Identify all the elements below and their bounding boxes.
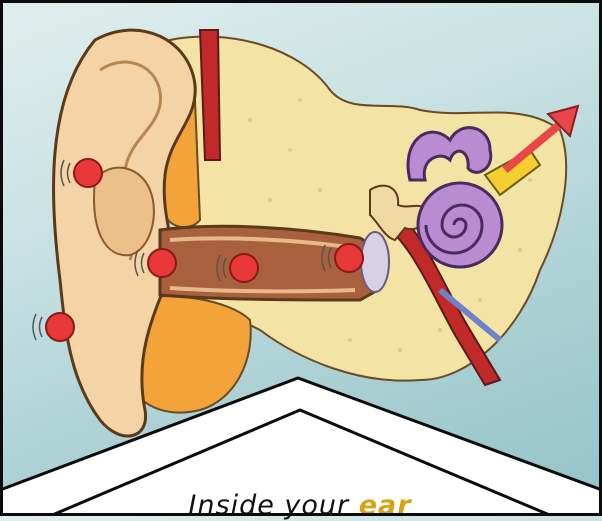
caption-prefix: Inside your xyxy=(188,490,349,521)
caption-title: Inside your ear xyxy=(150,490,450,521)
caption-highlight: ear xyxy=(359,490,412,521)
